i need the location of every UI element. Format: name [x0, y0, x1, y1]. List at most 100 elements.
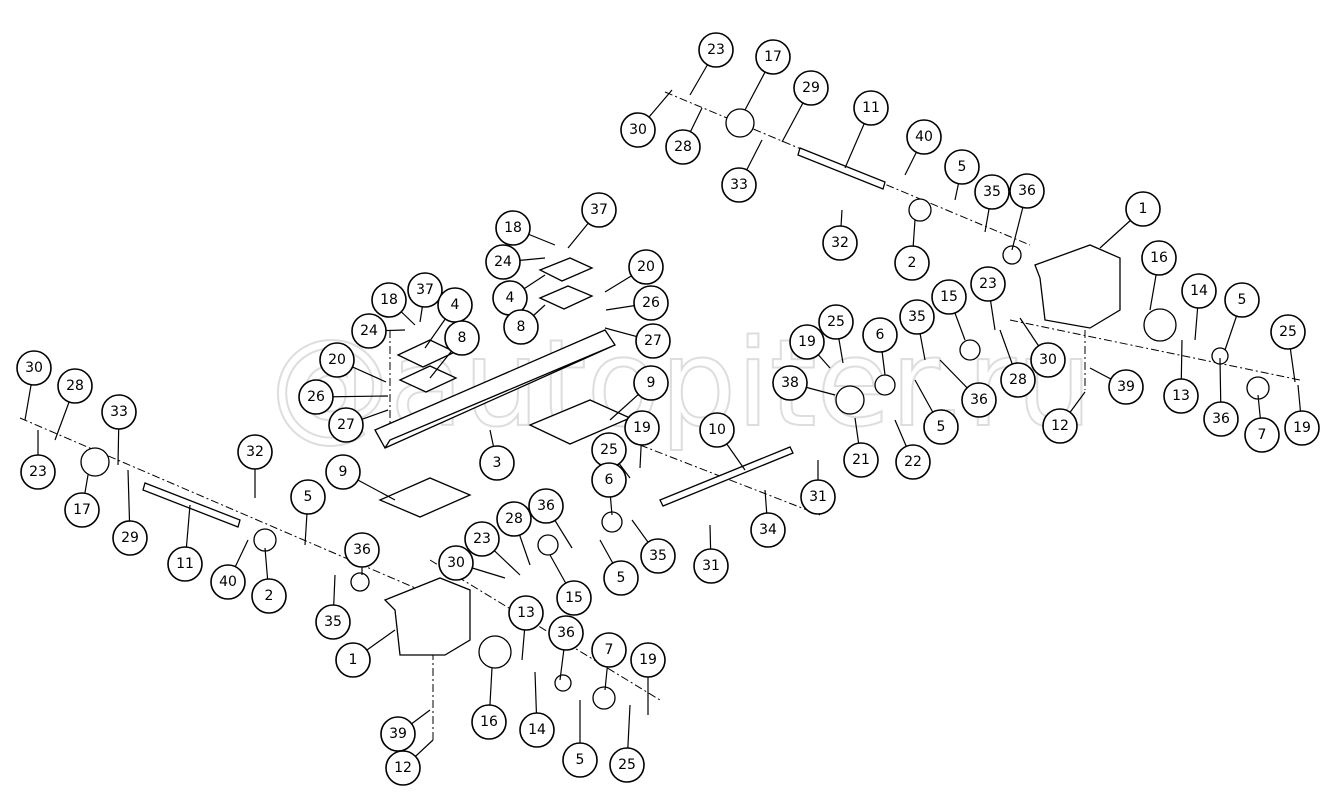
callout-number: 36: [970, 392, 988, 408]
callout-40: 40: [906, 119, 942, 155]
callout-3: 3: [479, 445, 515, 481]
callout-18: 18: [495, 210, 531, 246]
callout-10: 10: [699, 412, 735, 448]
callout-number: 5: [958, 159, 967, 175]
gear: [1143, 308, 1177, 342]
callout-32: 32: [822, 225, 858, 261]
callout-19: 19: [624, 410, 660, 446]
callout-circle: [519, 712, 555, 748]
callout-number: 39: [389, 726, 407, 742]
callout-circle: [407, 272, 443, 308]
callout-6: 6: [591, 462, 627, 498]
gearbox-housing: [1034, 244, 1121, 329]
callout-17: 17: [755, 39, 791, 75]
callout-number: 31: [702, 558, 720, 574]
callout-number: 9: [647, 375, 656, 391]
callout-37: 37: [407, 272, 443, 308]
callout-number: 15: [940, 289, 958, 305]
callout-circle: [581, 192, 617, 228]
callout-circle: [503, 309, 539, 345]
callout-circle: [237, 434, 273, 470]
callout-20: 20: [628, 249, 664, 285]
callout-14: 14: [519, 712, 555, 748]
callout-circle: [351, 313, 387, 349]
callout-number: 23: [707, 42, 725, 58]
callout-circle: [385, 750, 421, 786]
callout-circle: [315, 604, 351, 640]
callout-circle: [591, 462, 627, 498]
callout-circle: [800, 479, 836, 515]
callout-number: 5: [937, 419, 946, 435]
callout-23: 23: [970, 266, 1006, 302]
callout-16: 16: [471, 704, 507, 740]
callout-number: 6: [876, 327, 885, 343]
callout-circle: [818, 304, 854, 340]
callout-5: 5: [944, 149, 980, 185]
callout-circle: [57, 368, 93, 404]
callout-9: 9: [325, 454, 361, 490]
callout-number: 12: [1051, 418, 1069, 434]
callout-circle: [444, 320, 480, 356]
callout-31: 31: [693, 548, 729, 584]
callout-circle: [1141, 240, 1177, 276]
callout-circle: [1030, 342, 1066, 378]
callout-30: 30: [620, 112, 656, 148]
callout-23: 23: [20, 454, 56, 490]
callout-circle: [64, 492, 100, 528]
bevel-gear: [537, 534, 559, 556]
callout-number: 28: [505, 511, 523, 527]
callout-11: 11: [853, 90, 889, 126]
callout-number: 23: [29, 464, 47, 480]
callout-number: 30: [1039, 352, 1057, 368]
shaft: [659, 446, 794, 507]
callout-24: 24: [351, 313, 387, 349]
callout-circle: [1181, 273, 1217, 309]
callout-number: 18: [380, 292, 398, 308]
callout-2: 2: [251, 578, 287, 614]
callout-number: 36: [1018, 183, 1036, 199]
callout-33: 33: [721, 167, 757, 203]
callout-circle: [1244, 417, 1280, 453]
callout-number: 29: [121, 530, 139, 546]
callout-36: 36: [1203, 401, 1239, 437]
callout-number: 5: [1238, 292, 1247, 308]
callout-circle: [923, 409, 959, 445]
callout-number: 13: [517, 605, 535, 621]
callout-number: 17: [73, 502, 91, 518]
callout-number: 39: [1117, 379, 1135, 395]
callout-number: 15: [565, 590, 583, 606]
callout-circle: [371, 282, 407, 318]
bearing: [908, 198, 932, 222]
callout-circle: [485, 244, 521, 280]
callout-number: 28: [674, 139, 692, 155]
callout-number: 22: [904, 454, 922, 470]
gasket: [398, 365, 458, 393]
callout-number: 37: [590, 202, 608, 218]
callout-number: 7: [605, 642, 614, 658]
callout-circle: [635, 323, 671, 359]
callout-number: 8: [517, 319, 526, 335]
callout-number: 19: [639, 652, 657, 668]
callout-28: 28: [1000, 362, 1036, 398]
callout-circle: [335, 642, 371, 678]
callout-circle: [1270, 314, 1306, 350]
callout-circle: [1042, 408, 1078, 444]
callout-circle: [961, 382, 997, 418]
callout-number: 36: [1212, 411, 1230, 427]
callout-27: 27: [328, 407, 364, 443]
callout-number: 4: [506, 290, 515, 306]
callout-number: 6: [605, 472, 614, 488]
callout-29: 29: [793, 70, 829, 106]
callout-19: 19: [1284, 410, 1320, 446]
callout-number: 2: [265, 588, 274, 604]
callout-25: 25: [591, 432, 627, 468]
callout-circle: [628, 249, 664, 285]
callout-circle: [793, 70, 829, 106]
callout-number: 26: [642, 295, 660, 311]
callout-circle: [755, 39, 791, 75]
callout-25: 25: [1270, 314, 1306, 350]
callout-5: 5: [290, 479, 326, 515]
callout-17: 17: [64, 492, 100, 528]
callout-25: 25: [609, 747, 645, 783]
seal: [554, 674, 572, 692]
